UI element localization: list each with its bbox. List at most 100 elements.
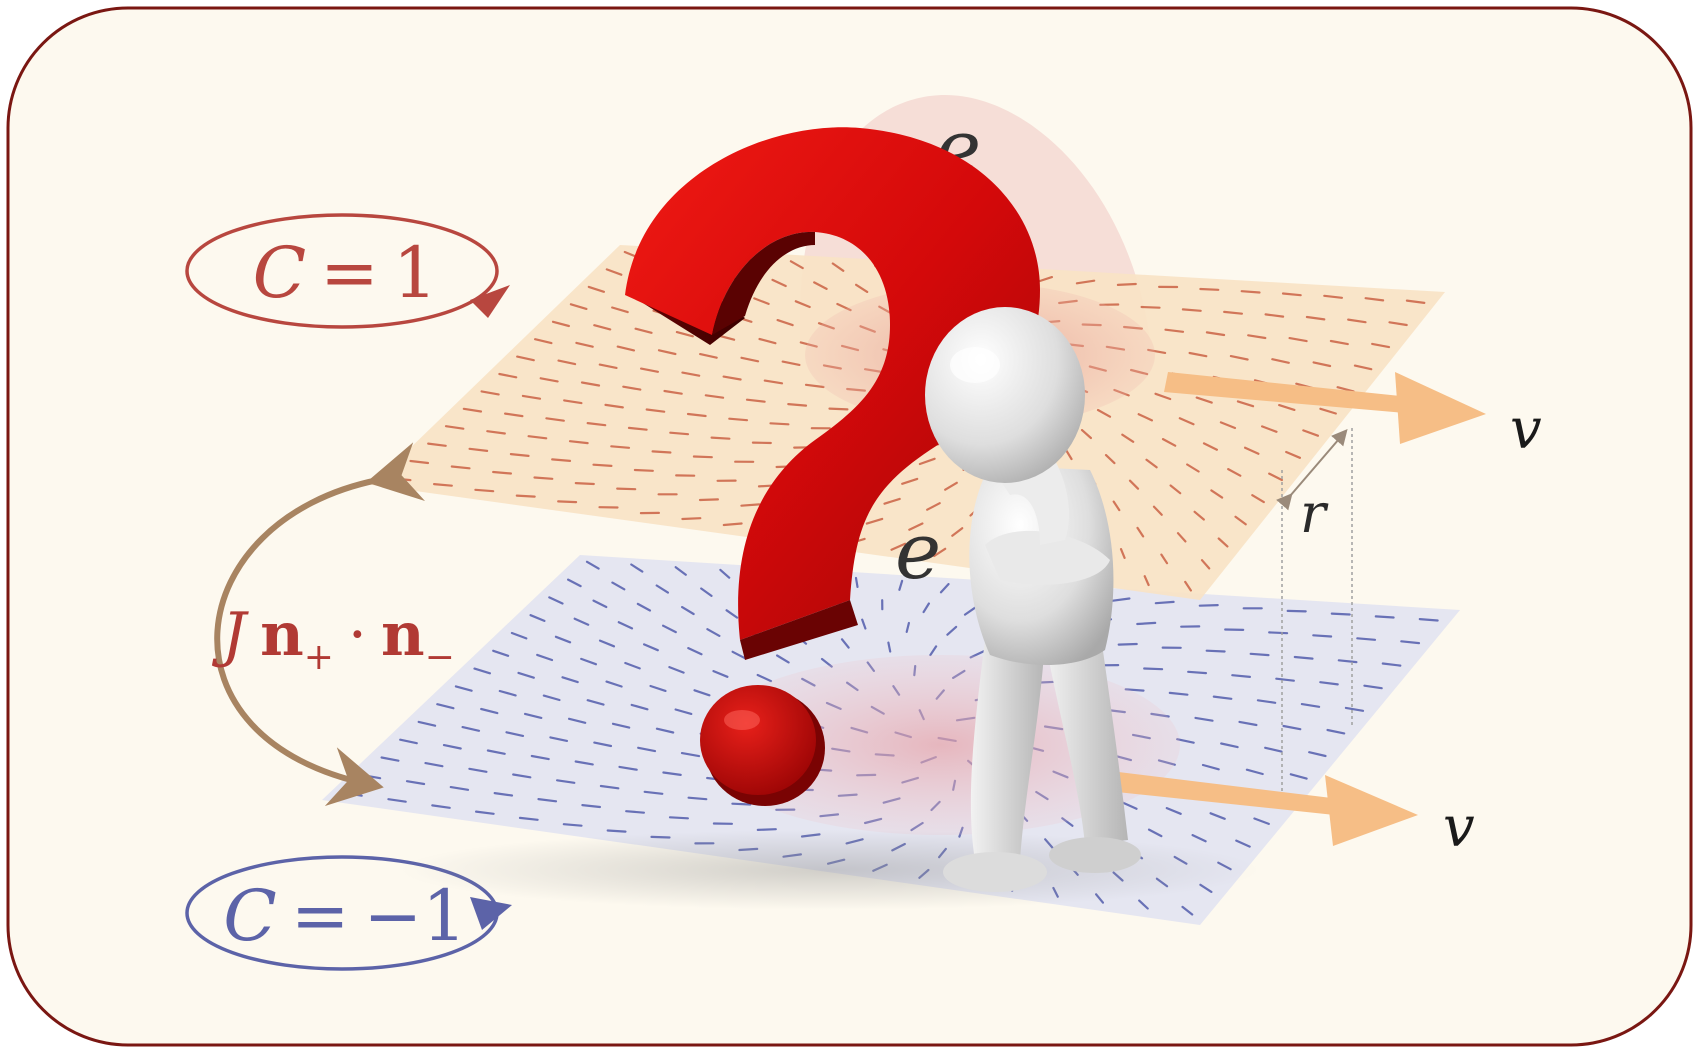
spin-arrow xyxy=(745,398,766,403)
spin-arrow xyxy=(510,631,528,640)
spin-arrow xyxy=(545,417,565,422)
spin-arrow xyxy=(763,379,784,385)
spin-arrow xyxy=(622,385,642,391)
spin-arrow xyxy=(598,363,618,369)
spin-arrow xyxy=(630,703,649,711)
spin-arrow xyxy=(1110,597,1131,602)
spin-arrow xyxy=(1330,612,1351,616)
spin-arrow xyxy=(1195,396,1213,404)
spin-arrow xyxy=(1128,479,1140,490)
spin-arrow xyxy=(586,699,605,706)
spin-arrow xyxy=(516,355,535,362)
spin-arrow xyxy=(731,650,747,660)
spin-arrow xyxy=(554,635,572,644)
spin-arrow xyxy=(883,497,901,505)
spin-arrow xyxy=(668,665,685,674)
spin-arrow xyxy=(1231,674,1252,679)
spin-arrow xyxy=(649,684,667,693)
spin-arrow xyxy=(1217,537,1229,548)
spin-arrow xyxy=(450,465,471,470)
spin-arrow xyxy=(1187,670,1208,675)
spin-arrow xyxy=(563,399,583,405)
spin-arrow xyxy=(1286,609,1307,613)
spin-arrow xyxy=(1202,442,1219,451)
spin-arrow xyxy=(555,779,576,784)
spin-arrow xyxy=(505,731,525,738)
spin-arrow xyxy=(1165,806,1182,815)
spin-arrow xyxy=(498,372,518,379)
spin-arrow xyxy=(1198,603,1219,607)
spin-arrow xyxy=(1256,699,1277,704)
spin-arrow xyxy=(473,667,491,675)
spin-arrow xyxy=(492,470,512,475)
spin-arrow xyxy=(605,268,623,276)
spin-arrow xyxy=(1356,637,1377,641)
spin-arrow xyxy=(611,722,631,729)
spin-arrow xyxy=(475,810,495,815)
spin-arrow xyxy=(1194,716,1214,722)
spin-arrow xyxy=(1227,468,1242,477)
spin-arrow xyxy=(922,602,931,614)
spin-arrow xyxy=(1293,655,1314,660)
spin-arrow xyxy=(939,582,950,594)
spin-arrow xyxy=(627,426,648,431)
spin-arrow xyxy=(1336,386,1355,393)
spin-arrow xyxy=(523,712,543,720)
spin-arrow xyxy=(794,300,811,309)
spin-arrow xyxy=(946,625,958,636)
spin-arrow xyxy=(1181,308,1202,312)
spin-arrow xyxy=(1264,313,1285,318)
spin-arrow xyxy=(1201,763,1220,771)
spin-arrow xyxy=(1347,318,1367,324)
spin-arrow xyxy=(551,458,572,462)
spin-arrow xyxy=(1112,500,1121,512)
spin-arrow xyxy=(771,278,787,288)
spin-arrow xyxy=(492,649,510,657)
spin-arrow xyxy=(1245,768,1264,776)
spin-arrow xyxy=(662,771,682,777)
spin-arrow xyxy=(693,689,711,697)
spin-arrow xyxy=(643,790,664,795)
spin-arrow xyxy=(498,689,517,697)
chern-loop-bottom xyxy=(185,855,512,971)
spin-arrow xyxy=(1418,617,1439,622)
spin-arrow xyxy=(1168,691,1189,696)
spin-arrow xyxy=(1210,489,1224,499)
spin-arrow xyxy=(1119,547,1126,560)
spin-arrow xyxy=(722,375,742,381)
spin-arrow xyxy=(551,320,571,328)
spin-arrow xyxy=(861,618,867,630)
spin-arrow xyxy=(1136,526,1145,538)
spin-arrow xyxy=(1312,361,1332,368)
spin-arrow xyxy=(1184,580,1193,592)
spin-arrow xyxy=(454,685,473,692)
spin-arrow xyxy=(1249,652,1270,657)
spin-arrow xyxy=(1251,494,1265,504)
spin-arrow xyxy=(675,331,694,338)
spin-arrow xyxy=(431,804,451,809)
spin-arrow xyxy=(1145,458,1158,469)
velocity-arrow-bottom xyxy=(1098,770,1418,846)
spin-arrow xyxy=(1253,817,1270,826)
spin-arrow xyxy=(700,587,713,598)
spin-arrow xyxy=(905,621,911,634)
spin-arrow xyxy=(661,624,677,634)
spin-arrow xyxy=(529,614,546,623)
spin-arrow xyxy=(740,356,760,363)
floor-shadow xyxy=(400,830,1260,910)
chern-loop-top xyxy=(185,213,510,329)
spin-arrow xyxy=(557,359,577,366)
spin-arrow xyxy=(486,430,506,435)
spin-arrow xyxy=(1169,484,1182,495)
spin-arrow xyxy=(1353,364,1373,371)
spin-arrow xyxy=(574,760,594,766)
question-mark-icon xyxy=(625,127,1040,806)
spin-arrow xyxy=(1154,600,1175,605)
spin-arrow xyxy=(651,450,672,454)
spin-arrow xyxy=(1137,413,1154,422)
spin-arrow xyxy=(1164,328,1185,333)
spin-arrow xyxy=(637,746,657,753)
spin-arrow xyxy=(1205,331,1226,337)
spin-arrow xyxy=(719,568,731,579)
spin-arrow xyxy=(1161,438,1177,447)
